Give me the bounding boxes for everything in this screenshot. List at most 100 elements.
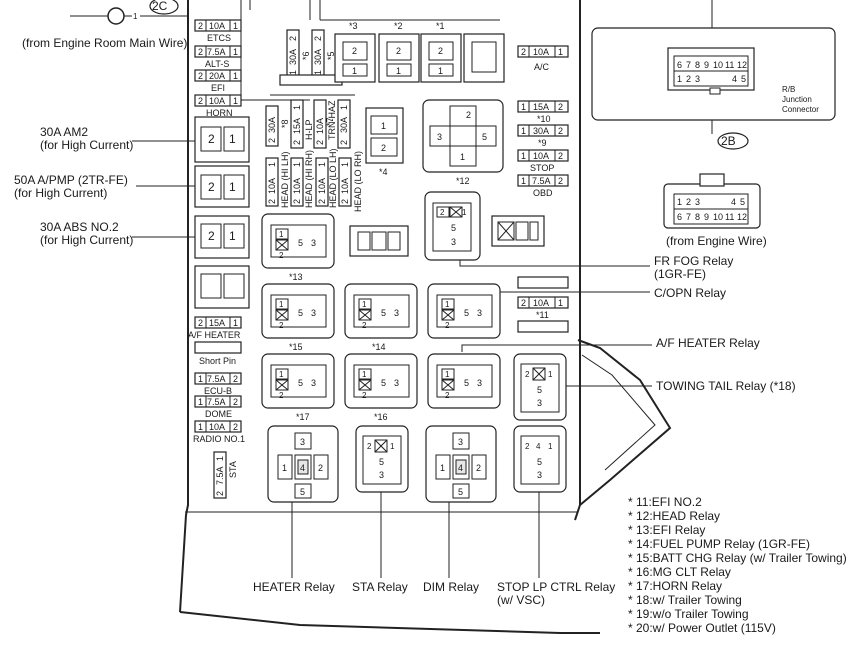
svg-text:11: 11 — [725, 60, 734, 70]
svg-text:ECU-B: ECU-B — [204, 386, 232, 396]
svg-text:*9: *9 — [538, 138, 547, 148]
svg-text:2: 2 — [525, 370, 530, 379]
svg-text:1: 1 — [445, 370, 450, 379]
svg-text:1: 1 — [229, 229, 236, 243]
svg-text:2: 2 — [279, 321, 284, 330]
sta-relay-label: STA Relay — [352, 580, 408, 594]
relay-13: 1 2 5 3 *13 — [261, 213, 335, 282]
svg-text:2: 2 — [558, 151, 563, 161]
svg-text:*12: *12 — [456, 176, 470, 186]
svg-text:4: 4 — [536, 442, 541, 451]
svg-text:EFI: EFI — [211, 83, 225, 93]
svg-text:3: 3 — [477, 308, 482, 318]
svg-text:2: 2 — [438, 46, 443, 56]
fuse-10: 1 15A 2 *10 — [517, 100, 569, 124]
svg-text:30A: 30A — [267, 117, 277, 133]
relay-row-3: 1 2 5 3 *17 1 2 5 3 *16 1 2 5 3 2 1 5 3 — [261, 353, 567, 422]
svg-text:1: 1 — [381, 121, 386, 131]
af-heater-relay-label: A/F HEATER Relay — [656, 336, 760, 350]
svg-text:1: 1 — [215, 456, 225, 461]
svg-text:HEAD (HI LH): HEAD (HI LH) — [280, 151, 290, 208]
footnote-15: * 15:BATT CHG Relay (w/ Trailer Towing) — [628, 551, 847, 565]
fuse-alt-s: 2 7.5A 1 ALT-S — [194, 45, 242, 69]
svg-text:1: 1 — [677, 74, 682, 84]
svg-text:*11: *11 — [536, 310, 549, 320]
svg-text:3: 3 — [451, 237, 456, 247]
svg-text:1: 1 — [317, 162, 327, 167]
svg-text:2: 2 — [362, 321, 367, 330]
fuse-sta: 2 7.5A 1 STA — [213, 451, 238, 499]
svg-text:STA: STA — [228, 461, 238, 478]
svg-text:15A: 15A — [292, 118, 302, 134]
relay-stop-lp-ctrl: 2 4 1 5 3 — [513, 425, 567, 493]
from-engine-wire-label: (from Engine Wire) — [666, 234, 767, 248]
svg-text:2: 2 — [198, 47, 203, 57]
fuse-af-heater: 2 15A 1 A/F HEATER — [188, 316, 242, 340]
rb-label: R/B — [782, 85, 795, 94]
connector-2c-label: 2C — [152, 0, 168, 13]
svg-text:2: 2 — [317, 199, 327, 204]
svg-text:10A: 10A — [209, 96, 225, 106]
relay-12: 2 3 5 1 *12 — [422, 99, 504, 186]
svg-text:8: 8 — [695, 60, 700, 70]
svg-text:(1GR-FE): (1GR-FE) — [654, 267, 706, 281]
svg-text:1: 1 — [396, 66, 401, 76]
svg-text:2: 2 — [288, 36, 298, 41]
footnote-11: * 11:EFI NO.2 — [628, 495, 702, 509]
svg-text:1: 1 — [279, 370, 284, 379]
svg-text:10A: 10A — [292, 178, 302, 194]
svg-text:3: 3 — [311, 308, 316, 318]
svg-text:*7: *7 — [325, 117, 335, 126]
svg-text:3: 3 — [379, 470, 384, 480]
svg-text:1: 1 — [198, 397, 203, 407]
svg-text:2: 2 — [381, 143, 386, 153]
svg-text:(for High Current): (for High Current) — [14, 186, 107, 200]
dim-relay-label: DIM Relay — [423, 580, 479, 594]
svg-text:4: 4 — [458, 463, 463, 473]
footnote-16: * 16:MG CLT Relay — [628, 565, 731, 579]
svg-text:10A: 10A — [533, 47, 549, 57]
svg-text:7: 7 — [686, 60, 691, 70]
svg-text:1: 1 — [198, 422, 203, 432]
svg-text:1: 1 — [362, 300, 367, 309]
svg-text:10A: 10A — [533, 151, 549, 161]
mid-vertical-fuses: 2 30A *8 2 15A 1 H-LP 2 10A TRN-HAZ 2 30… — [265, 94, 355, 149]
svg-text:Connector: Connector — [782, 105, 819, 114]
svg-text:(for High Current): (for High Current) — [40, 138, 133, 152]
svg-text:8: 8 — [695, 212, 700, 222]
right-callouts: FR FOG Relay (1GR-FE) C/OPN Relay A/F HE… — [459, 254, 796, 393]
rb-top-pins: 6 7 8 9 10 11 12 — [677, 60, 747, 70]
footnote-18: * 18:w/ Trailer Towing — [628, 593, 742, 607]
svg-text:*16: *16 — [374, 412, 388, 422]
svg-text:5: 5 — [464, 378, 469, 388]
svg-text:1: 1 — [233, 21, 238, 31]
svg-text:1: 1 — [548, 442, 553, 451]
fr-fog-relay-label: FR FOG Relay — [654, 254, 733, 268]
svg-text:5: 5 — [482, 132, 487, 142]
svg-text:9: 9 — [704, 212, 709, 222]
svg-text:1: 1 — [292, 162, 302, 167]
svg-text:9: 9 — [704, 60, 709, 70]
svg-text:12: 12 — [737, 212, 747, 222]
footnote-13: * 13:EFI Relay — [628, 523, 705, 537]
abs-no2-label: 30A ABS NO.2 — [40, 220, 119, 234]
c-opn-relay-label: C/OPN Relay — [654, 286, 726, 300]
svg-text:2: 2 — [315, 140, 325, 145]
svg-text:2: 2 — [279, 251, 284, 260]
svg-text:3: 3 — [695, 74, 700, 84]
svg-text:2: 2 — [215, 491, 225, 496]
svg-text:RADIO NO.1: RADIO NO.1 — [193, 434, 245, 444]
relay-small-right — [491, 215, 545, 247]
svg-text:1: 1 — [267, 162, 277, 167]
svg-text:20A: 20A — [209, 71, 225, 81]
stop-lp-ctrl-relay-label: STOP LP CTRL Relay — [497, 580, 615, 594]
footnotes: * 11:EFI NO.2 * 12:HEAD Relay * 13:EFI R… — [628, 495, 847, 635]
svg-text:*6: *6 — [301, 51, 311, 60]
svg-text:2: 2 — [440, 208, 445, 217]
connector-middle — [349, 225, 409, 257]
left-callouts: 30A AM2 (for High Current) 50A A/PMP (2T… — [14, 125, 195, 247]
svg-text:2: 2 — [292, 199, 302, 204]
footnote-17: * 17:HORN Relay — [628, 579, 722, 593]
svg-text:2: 2 — [233, 374, 238, 384]
